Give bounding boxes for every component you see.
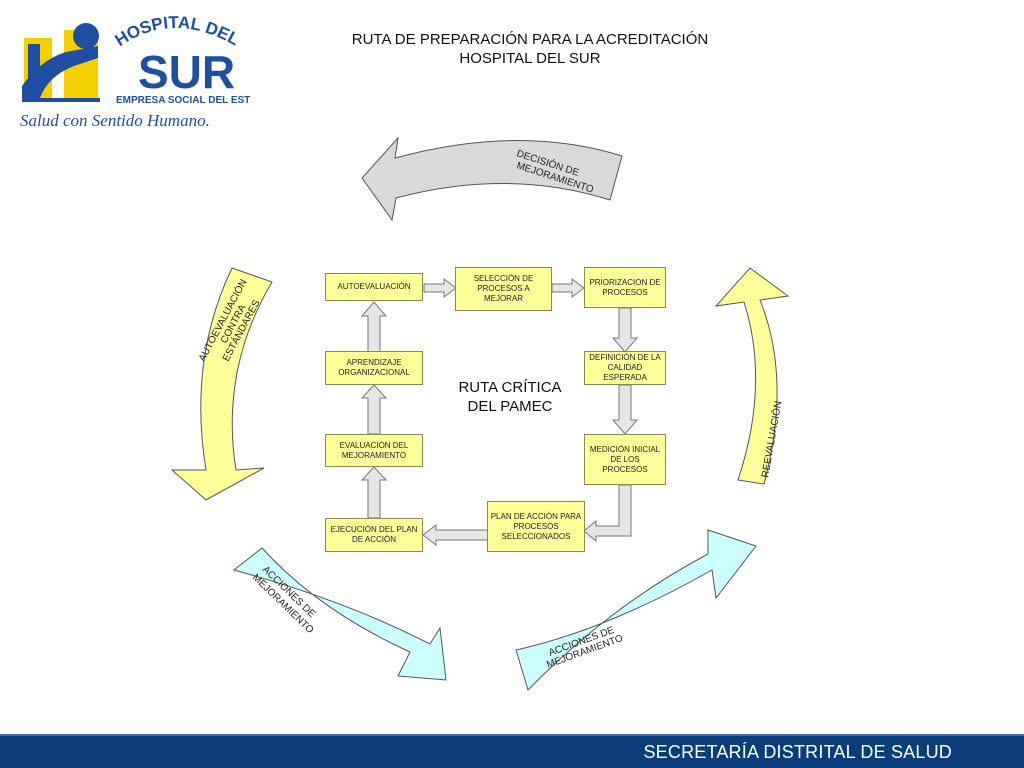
logo-sur-text: SUR — [138, 46, 235, 98]
title-line-2: HOSPITAL DEL SUR — [459, 50, 601, 67]
logo-swoosh-shape — [22, 46, 98, 98]
page-title: RUTA DE PREPARACIÓN PARA LA ACREDITACIÓN… — [300, 30, 760, 68]
connector-autoeval-to-seleccion — [423, 278, 457, 298]
connector-seleccion-to-priorizacion — [551, 278, 585, 298]
box-medicion-inicial: MEDICIÓN INICIAL DE LOS PROCESOS — [584, 434, 666, 485]
connector-medicion-to-plan — [583, 484, 632, 543]
box-definicion-calidad: DEFINICIÓN DE LA CALIDAD ESPERADA — [584, 351, 666, 385]
logo-head-shape — [73, 23, 99, 49]
connector-evaluacion-to-aprendizaje — [360, 384, 388, 435]
box-seleccion-procesos: SELECCIÓN DE PROCESOS A MEJORAR — [455, 267, 552, 311]
arrow-acciones-left — [232, 547, 447, 681]
box-autoevaluacion: AUTOEVALUACIÓN — [325, 273, 423, 301]
box-priorizacion-procesos: PRIORIZACION DE PROCESOS — [584, 267, 666, 308]
box-ejecucion-plan: EJECUCIÓN DEL PLAN DE ACCIÓN — [325, 518, 423, 552]
connector-aprendizaje-to-autoeval — [360, 301, 388, 353]
arrow-acciones-right — [515, 529, 757, 691]
connector-ejecucion-to-evaluacion — [360, 466, 388, 519]
footer-text: SECRETARÍA DISTRITAL DE SALUD — [643, 742, 952, 762]
box-plan-accion: PLAN DE ACCIÓN PARA PROCESOS SELECCIONAD… — [487, 501, 585, 552]
arrow-reevaluacion — [714, 267, 790, 485]
logo-graphic: HOSPITAL DEL SUR EMPRESA SOCIAL DEL ESTA… — [20, 13, 272, 130]
footer-bar: SECRETARÍA DISTRITAL DE SALUD — [0, 734, 1024, 768]
connector-priorizacion-to-definicion — [611, 307, 639, 353]
logo-slogan-text: Salud con Sentido Humano. — [20, 111, 210, 130]
arrow-decision-mejoramiento — [361, 136, 623, 222]
hospital-logo: HOSPITAL DEL SUR EMPRESA SOCIAL DEL ESTA… — [0, 0, 272, 140]
pamec-diagram: DECISIÓN DE MEJORAMIENTO AUTOEVALUACIÓN … — [170, 136, 790, 691]
logo-left-shape — [28, 44, 40, 90]
logo-base-line — [22, 98, 100, 102]
box-aprendizaje-organizacional: APRENDIZAJE ORGANIZACIONAL — [325, 351, 423, 385]
center-label-line-2: DEL PAMEC — [467, 398, 553, 415]
box-evaluacion-mejoramiento: EVALUACIÓN DEL MEJORAMIENTO — [325, 434, 423, 467]
footer-top-line — [0, 734, 1024, 736]
connector-plan-to-ejecucion — [422, 523, 489, 547]
title-line-1: RUTA DE PREPARACIÓN PARA LA ACREDITACIÓN — [351, 31, 709, 48]
arrow-autoevaluacion-estandares — [170, 267, 273, 501]
logo-empresa-text: EMPRESA SOCIAL DEL ESTADO — [116, 95, 250, 106]
center-label: RUTA CRÍTICA DEL PAMEC — [440, 378, 580, 416]
connector-definicion-to-medicion — [611, 384, 639, 435]
center-label-line-1: RUTA CRÍTICA — [458, 379, 562, 396]
